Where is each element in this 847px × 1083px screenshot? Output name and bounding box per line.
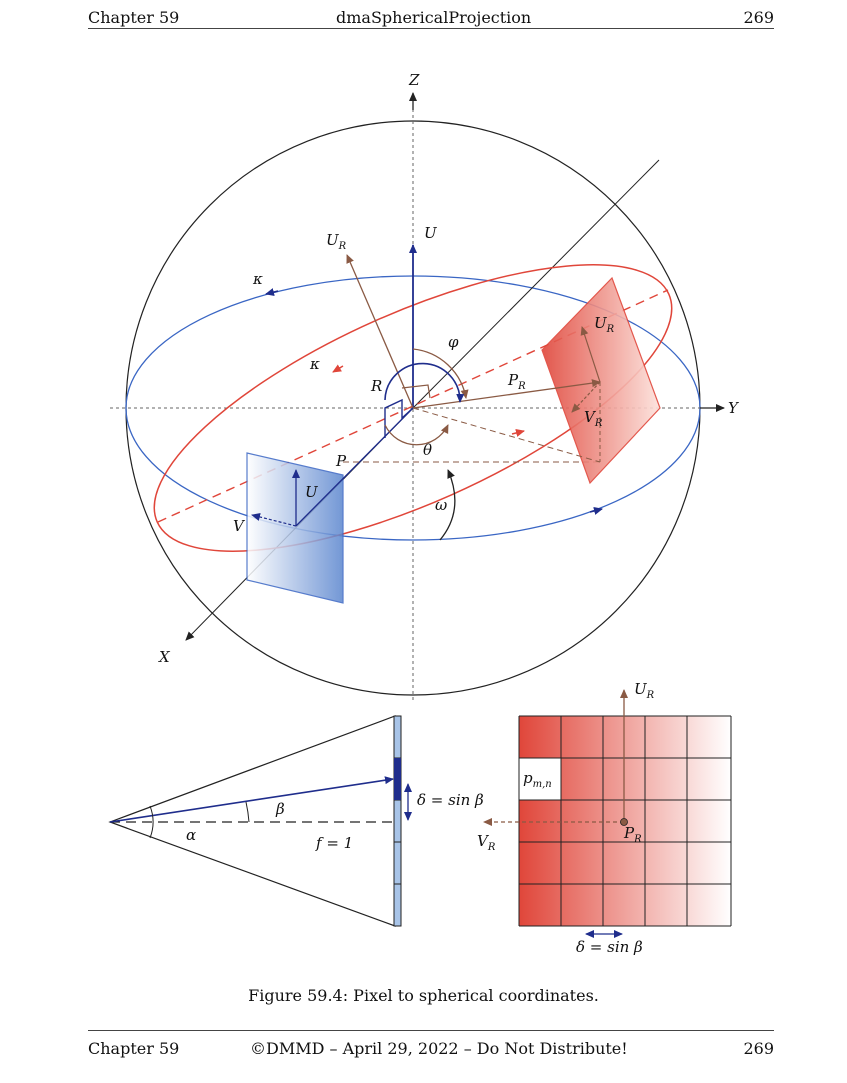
projection-dashed bbox=[412, 407, 601, 463]
label-omega: ω bbox=[435, 496, 447, 514]
rotated-image-plane bbox=[541, 276, 661, 485]
equator-arrow bbox=[589, 507, 603, 515]
label-r: R bbox=[370, 377, 382, 395]
label-f: f = 1 bbox=[315, 834, 353, 852]
label-v-small: V bbox=[233, 517, 246, 535]
red-great-circle bbox=[153, 264, 673, 552]
kappa-arrow-blue bbox=[265, 288, 279, 296]
pr-vector bbox=[412, 379, 601, 409]
page-header: Chapter 59 dmaSphericalProjection 269 bbox=[88, 6, 774, 29]
footer-chapter: Chapter 59 bbox=[88, 1039, 180, 1058]
beta-ray bbox=[109, 776, 394, 823]
label-beta: β bbox=[275, 800, 285, 818]
camera-ray bbox=[295, 407, 414, 527]
ur-vector bbox=[346, 254, 414, 409]
footer-copyright: ©DMMD – April 29, 2022 – Do Not Distribu… bbox=[250, 1039, 628, 1058]
r-frame-brown bbox=[401, 384, 431, 399]
vr-on-plane bbox=[571, 381, 601, 413]
header-chapter: Chapter 59 bbox=[88, 8, 180, 27]
sensor-strip bbox=[393, 715, 402, 927]
diagonal-axis bbox=[412, 159, 660, 409]
grid-label-delta: δ = sin β bbox=[576, 938, 643, 956]
header-page-number: 269 bbox=[743, 8, 774, 27]
image-plane bbox=[246, 452, 344, 604]
beta-arc bbox=[245, 801, 250, 823]
label-x: X bbox=[158, 648, 171, 666]
label-vr-plane: VR bbox=[584, 408, 603, 429]
phi-arc bbox=[412, 348, 469, 399]
red-arrow-lower bbox=[511, 429, 525, 437]
spherical-projection-figure: Z Y X U UR κ κ φ R PR UR VR θ P U V ω β … bbox=[108, 71, 740, 956]
label-alpha: α bbox=[186, 826, 196, 844]
label-ur: UR bbox=[326, 231, 347, 252]
label-u-small: U bbox=[305, 483, 319, 501]
label-theta: θ bbox=[423, 441, 432, 459]
grid-label-pr: PR bbox=[623, 824, 642, 845]
label-kappa-1: κ bbox=[252, 270, 263, 288]
r-frame bbox=[384, 398, 414, 438]
label-z: Z bbox=[408, 71, 420, 89]
blue-arc bbox=[384, 362, 465, 403]
alpha-arc bbox=[149, 805, 154, 839]
figure-caption: Figure 59.4: Pixel to spherical coordina… bbox=[248, 986, 599, 1005]
label-ur-plane: UR bbox=[594, 314, 615, 335]
v-axis-small bbox=[251, 513, 297, 527]
label-phi: φ bbox=[448, 333, 459, 351]
label-pr: PR bbox=[507, 371, 526, 392]
label-delta-eq: δ = sin β bbox=[417, 791, 484, 809]
pixel-grid-lines bbox=[518, 715, 732, 927]
label-kappa-2: κ bbox=[309, 355, 320, 373]
grid-label-ur: UR bbox=[634, 680, 655, 701]
omega-arc bbox=[439, 469, 456, 541]
ur-on-plane bbox=[580, 326, 601, 383]
grid-pr-point bbox=[620, 818, 628, 826]
kappa-arrow-red bbox=[332, 364, 344, 373]
label-y: Y bbox=[728, 399, 740, 417]
label-u: U bbox=[424, 224, 438, 242]
footer-page-number: 269 bbox=[743, 1039, 774, 1058]
active-pixel bbox=[394, 758, 401, 800]
theta-arc bbox=[384, 424, 449, 446]
grid-label-vr: VR bbox=[477, 832, 496, 853]
grid-label-pmn: pm,n bbox=[523, 769, 552, 790]
header-title: dmaSphericalProjection bbox=[336, 8, 532, 27]
page-footer: Chapter 59 ©DMMD – April 29, 2022 – Do N… bbox=[88, 1030, 774, 1058]
label-p: P bbox=[335, 452, 347, 470]
